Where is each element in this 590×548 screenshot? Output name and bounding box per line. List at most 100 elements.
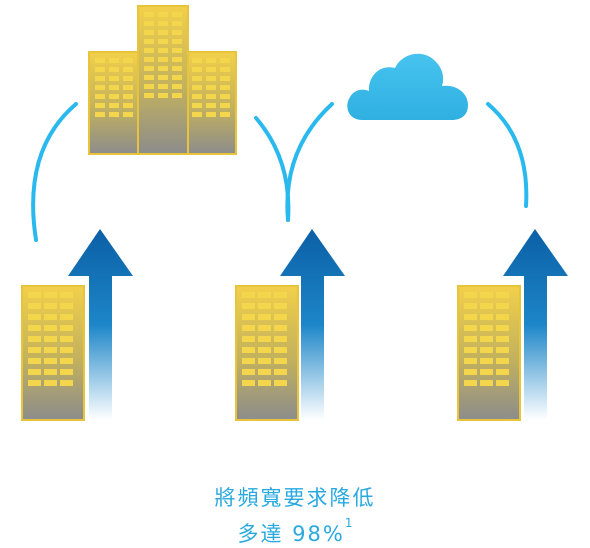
window xyxy=(192,58,202,63)
window xyxy=(242,358,255,364)
window xyxy=(95,103,105,108)
window xyxy=(172,21,182,26)
window xyxy=(28,380,41,386)
caption-line2-text: 多達 98% xyxy=(237,522,345,546)
window xyxy=(44,325,57,331)
window xyxy=(158,21,168,26)
window xyxy=(206,94,216,99)
window xyxy=(158,30,168,35)
window xyxy=(242,303,255,309)
window xyxy=(464,314,477,320)
window xyxy=(206,85,216,90)
upload-arrow-icon xyxy=(280,229,345,420)
window xyxy=(206,76,216,81)
window xyxy=(220,58,230,63)
window xyxy=(258,380,271,386)
window xyxy=(95,112,105,117)
window xyxy=(60,314,73,320)
window xyxy=(60,380,73,386)
window xyxy=(496,325,509,331)
window xyxy=(158,84,168,89)
window xyxy=(144,75,154,80)
window xyxy=(44,369,57,375)
window xyxy=(274,303,287,309)
window xyxy=(144,48,154,53)
window xyxy=(44,380,57,386)
branch-office-right xyxy=(457,229,568,421)
window xyxy=(480,303,493,309)
window xyxy=(206,103,216,108)
window xyxy=(172,57,182,62)
window xyxy=(95,67,105,72)
window xyxy=(464,336,477,342)
window xyxy=(144,30,154,35)
hq-windows xyxy=(95,12,230,117)
window xyxy=(60,358,73,364)
window xyxy=(242,369,255,375)
window xyxy=(274,336,287,342)
window xyxy=(258,358,271,364)
window xyxy=(274,358,287,364)
window xyxy=(60,325,73,331)
window xyxy=(464,358,477,364)
window xyxy=(206,67,216,72)
caption-title: 將頻寬要求降低 xyxy=(0,482,590,512)
window xyxy=(480,314,493,320)
window xyxy=(172,30,182,35)
cloud-icon xyxy=(347,53,468,120)
window xyxy=(220,103,230,108)
window xyxy=(109,67,119,72)
window xyxy=(28,314,41,320)
window xyxy=(274,292,287,298)
window xyxy=(44,314,57,320)
window xyxy=(44,336,57,342)
window xyxy=(172,12,182,17)
window xyxy=(144,66,154,71)
window xyxy=(464,380,477,386)
window xyxy=(109,76,119,81)
window xyxy=(496,303,509,309)
window xyxy=(258,303,271,309)
window xyxy=(274,369,287,375)
arc-hq-to-branch-middle xyxy=(254,116,291,222)
window xyxy=(172,66,182,71)
footnote-marker: 1 xyxy=(344,516,353,530)
window xyxy=(220,67,230,72)
window xyxy=(192,112,202,117)
window xyxy=(60,292,73,298)
window xyxy=(109,112,119,117)
branch-office-left xyxy=(21,229,133,421)
window xyxy=(274,325,287,331)
caption-line1-text: 將頻寬要求降低 xyxy=(214,486,376,510)
upload-arrow-icon xyxy=(503,229,568,420)
window xyxy=(496,336,509,342)
window xyxy=(220,85,230,90)
window xyxy=(60,303,73,309)
window xyxy=(28,369,41,375)
window xyxy=(274,380,287,386)
window xyxy=(158,39,168,44)
window xyxy=(220,112,230,117)
window xyxy=(464,369,477,375)
window xyxy=(192,67,202,72)
window xyxy=(480,380,493,386)
caption-stat: 多達 98%1 xyxy=(0,516,590,548)
window xyxy=(242,336,255,342)
window xyxy=(60,369,73,375)
window xyxy=(60,347,73,353)
window xyxy=(464,347,477,353)
window xyxy=(109,94,119,99)
window xyxy=(172,48,182,53)
window xyxy=(464,303,477,309)
window xyxy=(144,12,154,17)
window xyxy=(44,292,57,298)
window xyxy=(192,103,202,108)
window xyxy=(123,58,133,63)
window xyxy=(158,75,168,80)
window xyxy=(158,93,168,98)
window xyxy=(144,57,154,62)
branch-right-windows xyxy=(464,292,509,386)
window xyxy=(144,39,154,44)
window xyxy=(60,336,73,342)
